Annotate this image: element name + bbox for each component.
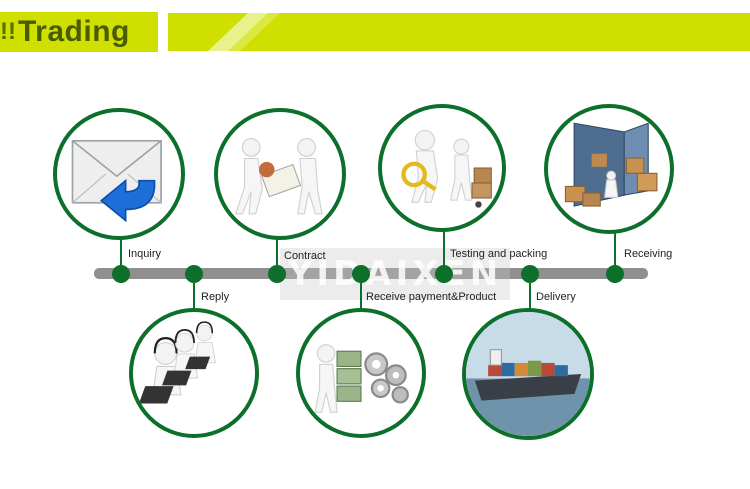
- connector-reply: [193, 279, 195, 311]
- money-gears-icon: [314, 344, 409, 413]
- title-mark: !!: [0, 18, 16, 45]
- label-delivery: Delivery: [536, 291, 576, 303]
- node-receive-payment: [296, 308, 426, 438]
- cargo-ship-icon: [466, 312, 590, 436]
- label-receive-payment: Receive payment&Product: [366, 291, 497, 303]
- envelope-reply-icon: [71, 139, 162, 223]
- connector-receiving: [614, 228, 616, 268]
- node-contract: [214, 108, 346, 240]
- connector-inquiry: [120, 228, 122, 268]
- handshake-contract-icon: [234, 138, 323, 215]
- node-inquiry: [53, 108, 185, 240]
- node-reply: [129, 308, 259, 438]
- node-testing-packing: [378, 104, 506, 232]
- dot-contract: [268, 265, 286, 283]
- watermark: YIDAIXEN: [280, 248, 510, 300]
- header-banner: [168, 13, 750, 51]
- label-reply: Reply: [201, 291, 230, 303]
- dot-reply: [185, 265, 203, 283]
- container-boxes-icon: [564, 122, 658, 207]
- label-contract: Contract: [284, 250, 326, 262]
- label-receiving: Receiving: [624, 248, 673, 260]
- call-center-icon: [138, 321, 216, 404]
- connector-delivery: [529, 279, 531, 311]
- page-header: !! Trading: [0, 0, 750, 60]
- connector-testing: [443, 228, 445, 268]
- dot-delivery: [521, 265, 539, 283]
- connector-receive-payment: [360, 279, 362, 309]
- node-delivery: [462, 308, 594, 440]
- inspection-packing-icon: [401, 129, 492, 208]
- title-background: [0, 12, 158, 52]
- dot-receive-payment: [352, 265, 370, 283]
- dot-testing: [435, 265, 453, 283]
- label-inquiry: Inquiry: [128, 248, 162, 260]
- connector-contract: [276, 235, 278, 268]
- dot-inquiry: [112, 265, 130, 283]
- dot-receiving: [606, 265, 624, 283]
- process-timeline: [94, 268, 648, 279]
- label-testing: Testing and packing: [450, 248, 548, 260]
- page-title: Trading: [18, 15, 130, 48]
- node-receiving: [544, 104, 674, 234]
